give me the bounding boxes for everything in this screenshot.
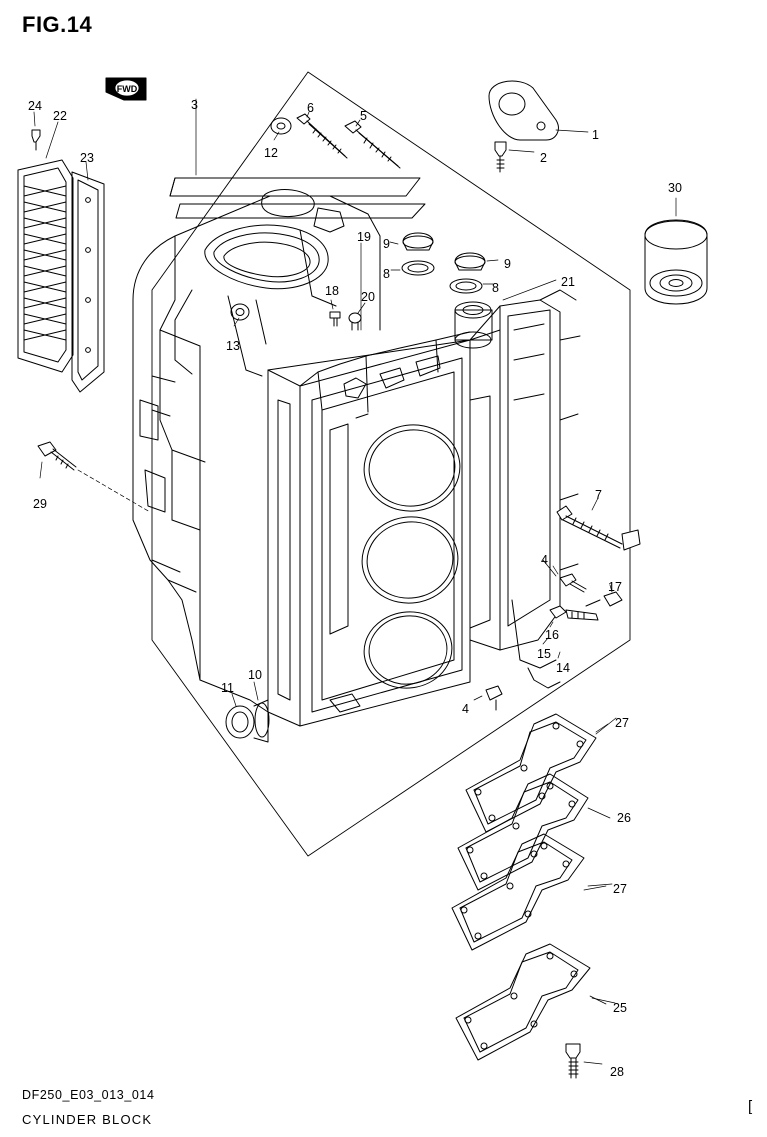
part-2-bolt	[494, 141, 535, 173]
part-30-oil-filter	[644, 197, 708, 305]
part-26-gasket	[457, 773, 611, 891]
callout-17: 17	[608, 580, 622, 594]
callout-9-a: 9	[383, 237, 390, 251]
part-18-pin	[329, 299, 341, 327]
callout-13: 13	[226, 339, 240, 353]
part-4-plug-upper	[552, 565, 587, 593]
part-11-10-cap	[225, 681, 270, 743]
figure-code: DF250_E03_013_014	[22, 1088, 155, 1102]
part-9-plug-a	[389, 232, 434, 251]
callout-11: 11	[221, 681, 234, 695]
part-17-fitting	[585, 584, 623, 607]
callout-8-a: 8	[383, 267, 390, 281]
callout-20: 20	[361, 290, 375, 304]
part-8-seal-b	[449, 278, 494, 294]
part-1-hanger	[488, 80, 589, 141]
part-12-washer	[270, 117, 292, 141]
leader-lines	[542, 559, 617, 1004]
callout-21: 21	[561, 275, 575, 289]
callout-27-a: 27	[615, 716, 629, 730]
part-7-bolt	[556, 497, 641, 551]
part-13-dowel	[230, 303, 250, 327]
part-27-gasket-b	[451, 833, 607, 951]
callout-12: 12	[264, 146, 278, 160]
part-5-bolt	[344, 119, 401, 169]
svg-text:FWD: FWD	[117, 84, 138, 94]
callout-29: 29	[33, 497, 47, 511]
callout-5: 5	[360, 109, 367, 123]
callout-4-a: 4	[541, 553, 548, 567]
page-title: FIG.14	[22, 12, 93, 37]
figure-caption: CYLINDER BLOCK	[22, 1112, 153, 1127]
part-16-15-14-fittings	[527, 605, 599, 689]
callout-2: 2	[540, 151, 547, 165]
part-9-plug-b	[454, 252, 499, 271]
cylinder-block-right	[469, 289, 581, 669]
callout-18: 18	[325, 284, 339, 298]
callout-15: 15	[537, 647, 551, 661]
part-27-gasket-a	[465, 713, 609, 833]
footer-bracket: [	[748, 1098, 753, 1115]
callout-8-b: 8	[492, 281, 499, 295]
callout-28: 28	[610, 1065, 624, 1079]
part-24-22-anode	[17, 111, 74, 373]
part-4-plug-lower	[473, 685, 503, 711]
callout-14: 14	[556, 661, 570, 675]
cylinder-block-rear	[132, 189, 381, 713]
callout-26: 26	[617, 811, 631, 825]
callout-7: 7	[595, 488, 602, 502]
callout-10: 10	[248, 668, 262, 682]
callout-3: 3	[191, 98, 198, 112]
callout-30: 30	[668, 181, 682, 195]
callout-24: 24	[28, 99, 42, 113]
callout-19: 19	[357, 230, 371, 244]
callout-23: 23	[80, 151, 94, 165]
callout-27-b: 27	[613, 882, 627, 896]
cylinder-block-front	[267, 329, 501, 727]
part-21-collar	[454, 279, 557, 349]
fwd-badge: FWD	[105, 77, 147, 101]
part-3-gasket-plate	[169, 98, 426, 219]
part-6-bolt	[296, 111, 348, 159]
callout-4-b: 4	[462, 702, 469, 716]
part-28-bolt	[565, 1043, 603, 1079]
part-23-gasket	[71, 161, 105, 393]
callout-1: 1	[592, 128, 599, 142]
part-20-pin	[348, 302, 366, 331]
callout-25: 25	[613, 1001, 627, 1015]
part-25-gasket	[455, 943, 607, 1061]
callout-6: 6	[307, 101, 314, 115]
callout-9-b: 9	[504, 257, 511, 271]
part-29-bolt	[37, 441, 151, 513]
callout-22: 22	[53, 109, 67, 123]
part-8-seal-a	[390, 260, 435, 276]
callout-16: 16	[545, 628, 559, 642]
